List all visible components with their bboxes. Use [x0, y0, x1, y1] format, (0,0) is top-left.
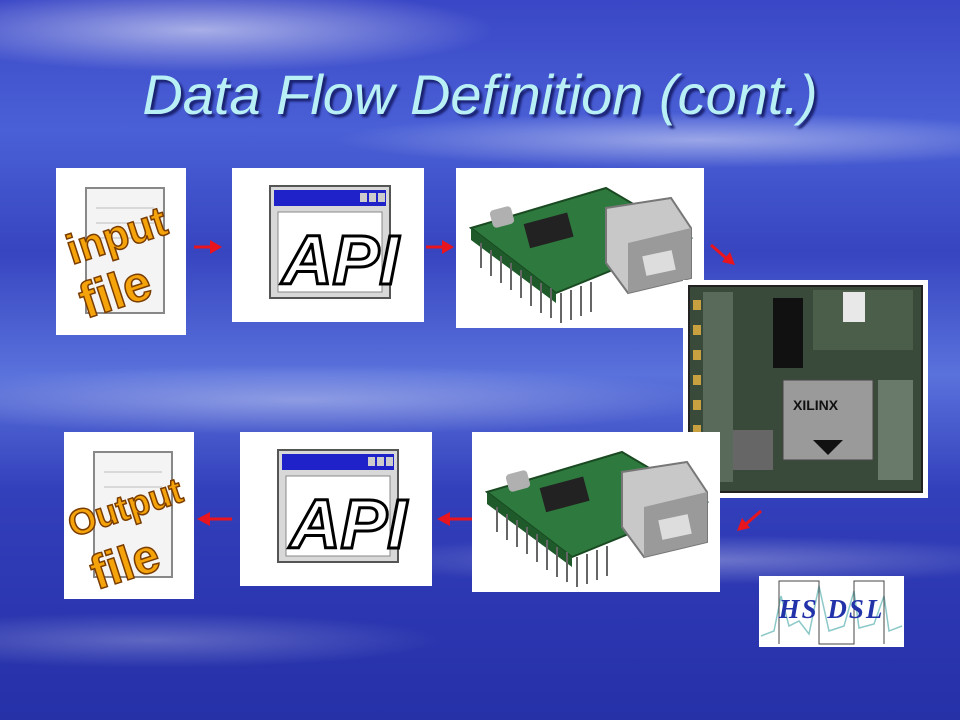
- usb-board-top-node: [456, 168, 704, 328]
- arrow-api-to-usb: [426, 240, 454, 254]
- input-file-icon: input file: [60, 187, 173, 330]
- fpga-board-node: XILINX: [683, 280, 928, 498]
- fpga-chip-brand: XILINX: [793, 397, 839, 413]
- api-top-node: API: [232, 168, 424, 322]
- api-window-icon: API: [277, 449, 410, 565]
- arrow-input-to-api: [194, 240, 222, 254]
- arrow-api-to-output: [197, 512, 232, 526]
- usb-board-bottom-node: [472, 432, 720, 592]
- fpga-board-icon: XILINX: [688, 285, 923, 493]
- arrow-usb-to-api: [437, 512, 472, 526]
- arrow-usb-to-fpga: [710, 243, 735, 265]
- input-file-node: input file: [56, 168, 186, 335]
- api-bottom-label: API: [288, 485, 408, 563]
- slide-title: Data Flow Definition (cont.): [142, 63, 818, 126]
- waveform-graphic: [760, 580, 903, 645]
- api-window-icon: API: [269, 185, 402, 301]
- usb-board-icon: [468, 186, 694, 323]
- logo-text: HS DSL: [778, 594, 885, 624]
- output-file-node: Output file: [62, 432, 194, 601]
- api-bottom-node: API: [240, 432, 432, 586]
- usb-board-icon: [484, 450, 710, 587]
- output-file-icon: Output file: [62, 451, 188, 601]
- api-top-label: API: [280, 221, 400, 299]
- hs-dsl-logo: HS DSL: [759, 576, 904, 647]
- arrow-fpga-to-usb: [737, 509, 762, 531]
